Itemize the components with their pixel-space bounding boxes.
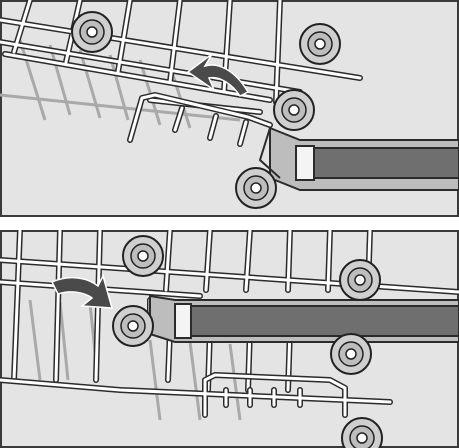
arrow-icon	[186, 53, 250, 97]
rack-illustration-top	[0, 0, 459, 217]
rail-end-cap	[174, 303, 192, 339]
rack-illustration-bottom	[0, 230, 459, 448]
rack-shadow	[0, 39, 241, 129]
wheel	[122, 235, 164, 277]
wheel	[339, 259, 381, 301]
rail-body	[189, 305, 459, 337]
arrow-icon	[50, 273, 114, 309]
rail-end-cap	[295, 145, 315, 181]
illustration-panel-top	[0, 0, 459, 217]
rail-top	[258, 126, 459, 191]
wheel	[71, 11, 113, 53]
wheel	[330, 333, 372, 375]
wheel	[341, 417, 383, 448]
rail-bottom	[149, 294, 459, 343]
wheel	[273, 89, 315, 131]
rack-wires	[0, 0, 363, 147]
wheel	[299, 23, 341, 65]
rail-body	[313, 147, 459, 179]
wheel	[112, 305, 154, 347]
wheel	[235, 167, 277, 209]
illustration-panel-bottom	[0, 230, 459, 448]
